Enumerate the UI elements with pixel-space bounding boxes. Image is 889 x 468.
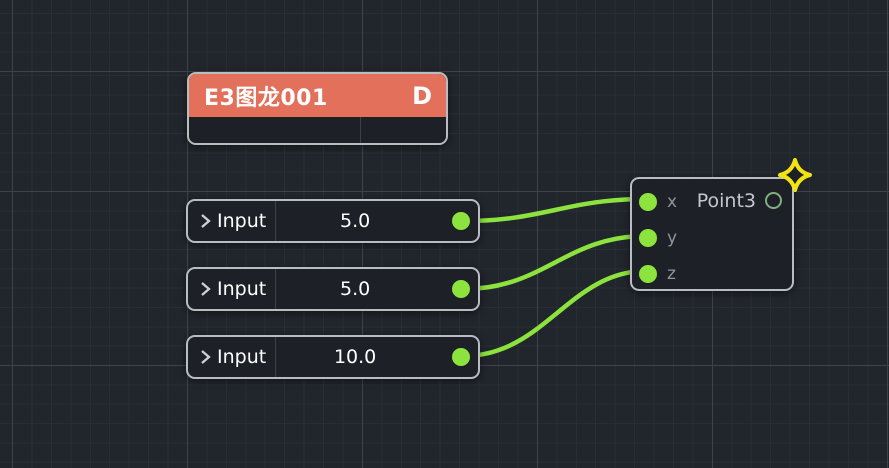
chevron-right-icon[interactable] [198,280,212,298]
input-divider [275,201,277,241]
node-point3-title: Point3 [696,190,756,212]
output-port[interactable] [452,280,470,298]
chevron-right-icon[interactable] [198,212,212,230]
input-value-field[interactable]: 10.0 [333,346,377,368]
input-label: Input [217,210,267,232]
port-label-x: x [667,192,678,212]
input-divider [275,269,277,309]
sparkle-icon [778,158,812,192]
node-e3-body-divider [360,117,361,143]
chevron-right-icon[interactable] [198,348,212,366]
node-e3-body [189,117,446,143]
input-port-x[interactable] [639,193,657,211]
node-e3-header[interactable]: E3图龙001 D [189,74,446,117]
input-port-z[interactable] [639,265,657,283]
input-port-y[interactable] [639,229,657,247]
node-point3[interactable]: Point3 x y z [630,177,794,291]
point3-output-port[interactable] [765,192,782,209]
port-row-y: y [639,228,677,248]
wire-input2-to-y[interactable] [461,233,649,292]
output-port[interactable] [452,212,470,230]
port-row-x: x [639,192,677,212]
input-value-field[interactable]: 5.0 [339,278,371,300]
node-input-2[interactable]: Input 5.0 [186,267,480,311]
port-label-z: z [667,264,676,284]
node-e3-title: E3图龙001 [204,85,328,111]
port-label-y: y [667,228,678,248]
port-row-z: z [639,264,676,284]
input-value-field[interactable]: 5.0 [339,210,371,232]
wire-input3-to-z[interactable] [461,268,649,359]
node-input-3[interactable]: Input 10.0 [186,335,480,379]
node-input-1[interactable]: Input 5.0 [186,199,480,243]
output-port[interactable] [452,348,470,366]
input-label: Input [217,278,267,300]
node-e3[interactable]: E3图龙001 D [187,72,448,145]
input-label: Input [217,346,267,368]
node-e3-d-badge[interactable]: D [412,81,432,110]
input-divider [275,337,277,377]
wire-input1-to-x[interactable] [461,196,649,224]
